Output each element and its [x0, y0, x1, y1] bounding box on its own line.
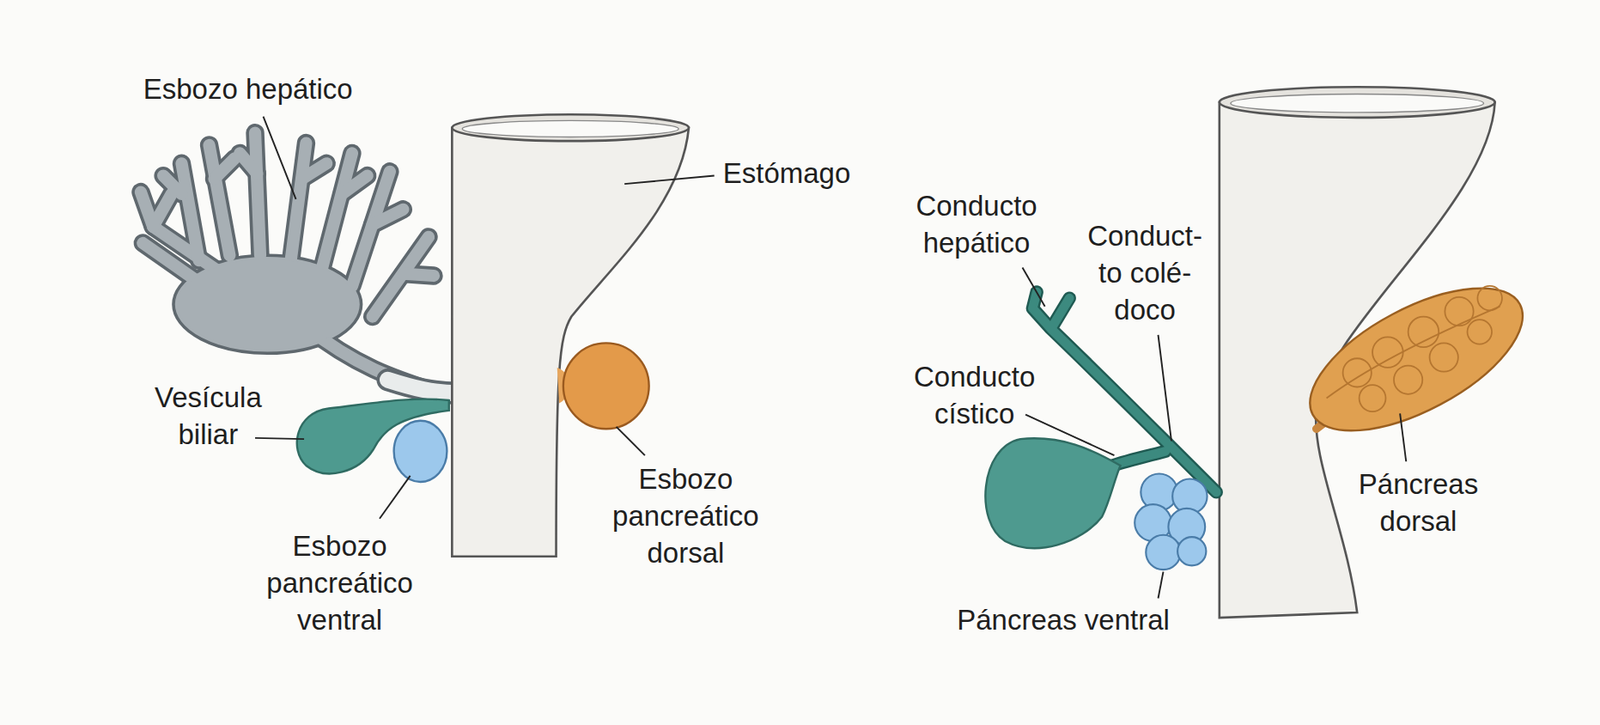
part-label: Esbozo hepático — [143, 71, 353, 109]
part-label: Estómago — [723, 155, 852, 193]
gallbladder — [985, 438, 1120, 548]
part-label: Esbozo pancreático ventral — [266, 528, 414, 639]
liver-bud — [140, 133, 457, 394]
part-label: Conduct- to colé- doco — [1083, 218, 1206, 329]
part-label: Páncreas dorsal — [1358, 466, 1479, 541]
part-label: Vesícula biliar — [154, 379, 262, 454]
part-label: Esbozo pancreático dorsal — [612, 461, 760, 572]
dorsal-bud — [563, 342, 650, 429]
part-label: Conducto cístico — [913, 358, 1035, 433]
dorsal-pancreas — [1289, 259, 1545, 460]
ventral-pancreas — [1134, 474, 1207, 571]
leader-lines — [255, 116, 1406, 599]
part-label: Conducto hepático — [915, 188, 1037, 262]
ventral-bud — [394, 420, 448, 482]
part-label: Páncreas ventral — [956, 602, 1170, 639]
